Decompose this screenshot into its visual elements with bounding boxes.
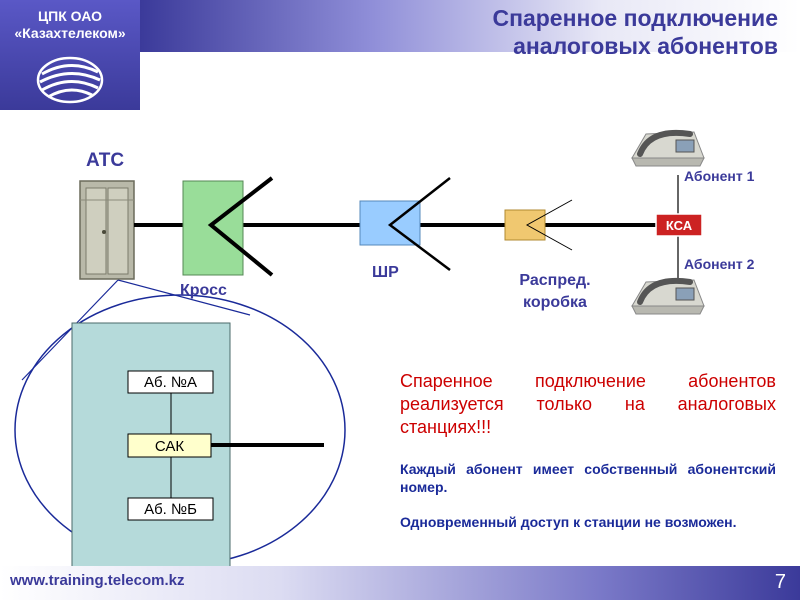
distribution-wires [525,199,573,251]
ats-label: АТС [86,150,125,171]
ab-a-label: Аб. №А [144,374,197,391]
ats-cabinet-icon [79,180,135,280]
ksa-label: КСА [666,218,693,233]
footer-url[interactable]: www.training.telecom.kz [10,572,185,589]
cross-label: Кросс [180,282,227,299]
title-line2: аналоговых абонентов [513,33,778,59]
distribution-box-label: Распред. коробка [505,270,605,314]
subscriber-1-label: Абонент 1 [684,168,755,184]
note-no-simultaneous-access: Одновременный доступ к станции не возмож… [400,514,737,530]
zoom-line-left [21,279,119,381]
page-number: 7 [774,571,786,593]
slide-title: Спаренное подключение аналоговых абонент… [492,4,778,60]
shr-label: ШР [372,264,399,281]
distribution-label-line1: Распред. [519,272,591,289]
company-logo-icon [36,56,104,104]
ab-b-label: Аб. №Б [144,501,197,518]
logo-panel [0,0,140,110]
note-analog-only: Спаренное подключение абонентов реализуе… [400,371,776,437]
sak-label: САК [155,438,185,455]
distribution-label-line2: коробка [523,294,587,311]
shr-wires [387,177,451,271]
cross-wires [207,176,274,277]
company-line1: ЦПК ОАО [37,8,103,24]
sak-box [127,433,212,458]
company-line2: «Казахтелеком» [14,25,126,41]
telephone-2-icon [631,278,705,315]
ab-a-box [127,370,214,394]
ksa-box [655,213,703,237]
header-band [140,0,800,52]
telephone-1-icon [631,130,705,167]
company-name: ЦПК ОАО «Казахтелеком» [0,8,140,42]
ab-b-box [127,497,214,521]
zoom-line-right [117,279,251,316]
subscriber-2-label: Абонент 2 [684,256,755,272]
distribution-box [504,209,546,241]
title-line1: Спаренное подключение [492,5,778,31]
footer-band [0,566,800,600]
note-own-number: Каждый абонент имеет собственный абонент… [400,461,776,495]
